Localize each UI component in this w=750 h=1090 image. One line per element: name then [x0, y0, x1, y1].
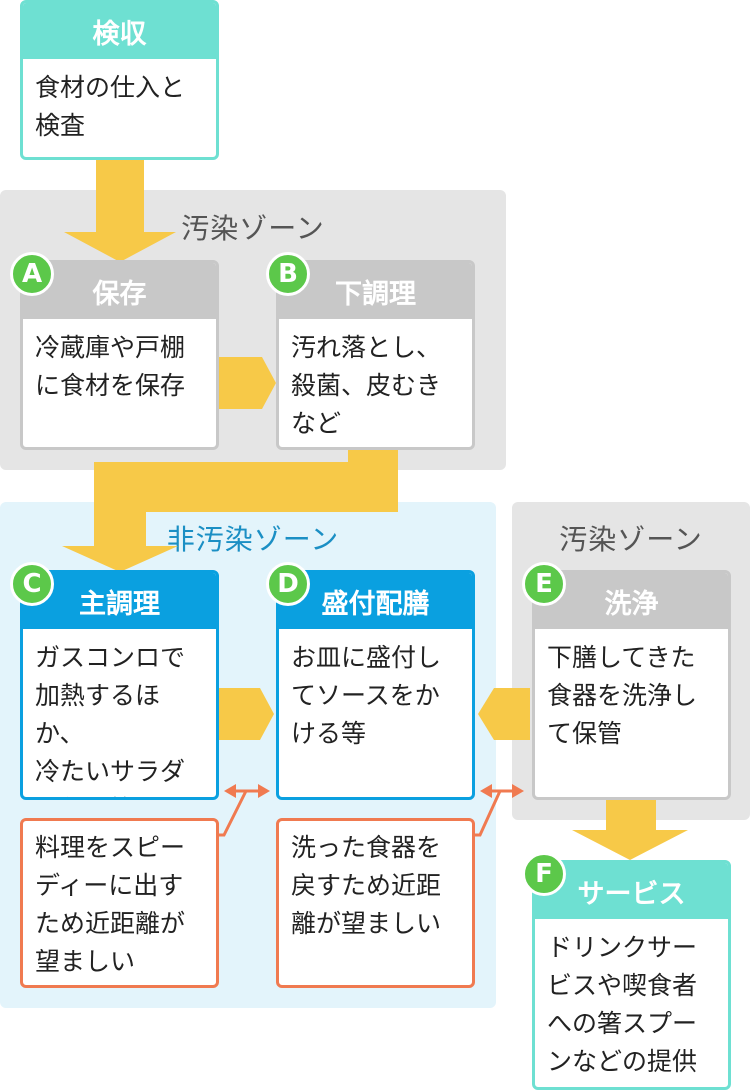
step-inspection-body: 食材の仕入と 検査 [35, 73, 186, 140]
step-d-plating: 盛付配膳 お皿に盛付し てソースをか ける等 [276, 570, 475, 800]
step-c-title: 主調理 [23, 573, 216, 629]
step-c-main-cooking: 主調理 ガスコンロで 加熱するほか、 冷たいサラダ を作る等 [20, 570, 219, 800]
step-a-body: 冷蔵庫や戸棚 に食材を保存 [35, 333, 186, 400]
step-b-title: 下調理 [279, 263, 472, 319]
step-inspection-title: 検収 [23, 3, 216, 59]
badge-d: D [266, 562, 310, 606]
step-e-washing: 洗浄 下膳してきた 食器を洗浄し て保管 [532, 570, 731, 800]
zone-title-non-contaminated: 非汚染ゾーン [166, 523, 340, 556]
badge-b: B [266, 252, 310, 296]
step-b-body: 汚れ落とし、 殺菌、皮むき など [291, 333, 442, 438]
zone-title-contaminated-right: 汚染ゾーン [559, 523, 703, 556]
note-c-d-proximity: 料理をスピー ディーに出す ため近距離が 望ましい [20, 818, 219, 988]
zone-title-contaminated-top: 汚染ゾーン [181, 212, 325, 245]
step-e-title: 洗浄 [535, 573, 728, 629]
step-e-body: 下膳してきた 食器を洗浄し て保管 [547, 643, 698, 748]
step-f-body: ドリンクサー ビスや喫食者 への箸スプー ンなどの提供 [547, 933, 698, 1076]
step-a-storage: 保存 冷蔵庫や戸棚 に食材を保存 [20, 260, 219, 450]
step-c-body: ガスコンロで 加熱するほか、 冷たいサラダ を作る等 [35, 643, 186, 797]
badge-c: C [10, 562, 54, 606]
step-d-title: 盛付配膳 [279, 573, 472, 629]
badge-a: A [10, 252, 54, 296]
step-inspection: 検収 食材の仕入と 検査 [20, 0, 219, 160]
step-a-title: 保存 [23, 263, 216, 319]
badge-f: F [522, 852, 566, 896]
note-d-e-proximity: 洗った食器を 戻すため近距 離が望ましい [276, 818, 475, 988]
step-f-title: サービス [535, 863, 728, 919]
badge-e: E [522, 562, 566, 606]
step-d-body: お皿に盛付し てソースをか ける等 [291, 643, 442, 748]
step-f-service: サービス ドリンクサー ビスや喫食者 への箸スプー ンなどの提供 [532, 860, 731, 1090]
step-b-prep: 下調理 汚れ落とし、 殺菌、皮むき など [276, 260, 475, 450]
